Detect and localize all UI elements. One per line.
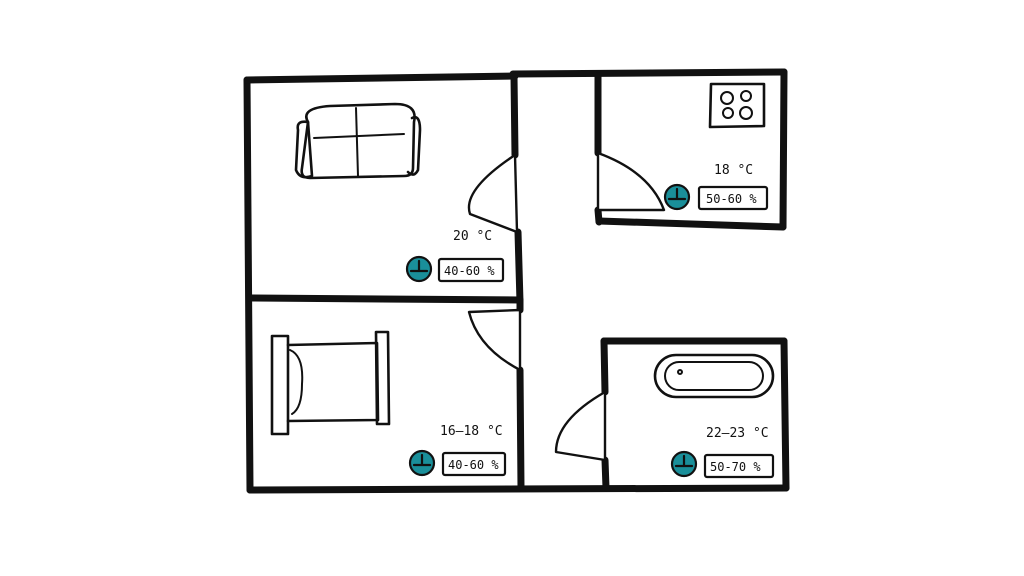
thermostat-sensor-icon[interactable] (405, 255, 433, 283)
stove-icon (708, 82, 766, 129)
door-living-room (467, 153, 519, 234)
thermostat-sensor-icon[interactable] (663, 183, 691, 211)
humidity-label: 40-60 % (444, 264, 495, 278)
thermostat-sensor-icon[interactable] (670, 450, 698, 478)
walls (243, 68, 790, 494)
wall-kitchen-left-lower (594, 206, 603, 226)
door-bathroom (554, 390, 607, 462)
wall-bathroom-left-lower (601, 456, 610, 492)
wall-bottom (246, 484, 790, 494)
bed-icon (270, 330, 391, 436)
thermostat-sensor-icon[interactable] (408, 449, 436, 477)
humidity-label: 50-70 % (710, 460, 761, 474)
temperature-label: 16–18 °C (440, 424, 503, 439)
wall-kitchen-bottom (595, 217, 787, 231)
humidity-box (697, 185, 769, 211)
bathtub-icon (653, 353, 775, 399)
room-bedroom: 16–18 °C 40-60 % (408, 424, 507, 477)
humidity-box (437, 257, 505, 283)
humidity-label: 40-60 % (448, 458, 499, 472)
wall-living-right-upper (510, 72, 519, 159)
doors (467, 151, 666, 462)
wall-bathroom-right (780, 337, 790, 492)
wall-bathroom-left-upper (600, 337, 609, 396)
wall-living-right-lower (514, 228, 524, 306)
door-kitchen (596, 151, 666, 212)
room-kitchen: 18 °C 50-60 % (663, 163, 769, 211)
humidity-box (703, 453, 775, 479)
humidity-label: 50-60 % (706, 192, 757, 206)
door-bedroom (467, 308, 522, 372)
humidity-box (441, 451, 507, 477)
wall-left (243, 76, 254, 494)
wall-top-right (509, 68, 788, 78)
room-bathroom: 22–23 °C 50-70 % (670, 426, 775, 479)
wall-top (243, 72, 519, 84)
temperature-label: 18 °C (714, 163, 753, 178)
temperature-label: 20 °C (453, 229, 492, 244)
temperature-label: 22–23 °C (706, 426, 769, 441)
wall-bedroom-right-lower (516, 366, 525, 492)
wall-living-bedroom (246, 294, 524, 304)
room-living: 20 °C 40-60 % (405, 229, 505, 283)
wall-kitchen-right (779, 68, 788, 231)
sofa-icon (294, 102, 422, 180)
